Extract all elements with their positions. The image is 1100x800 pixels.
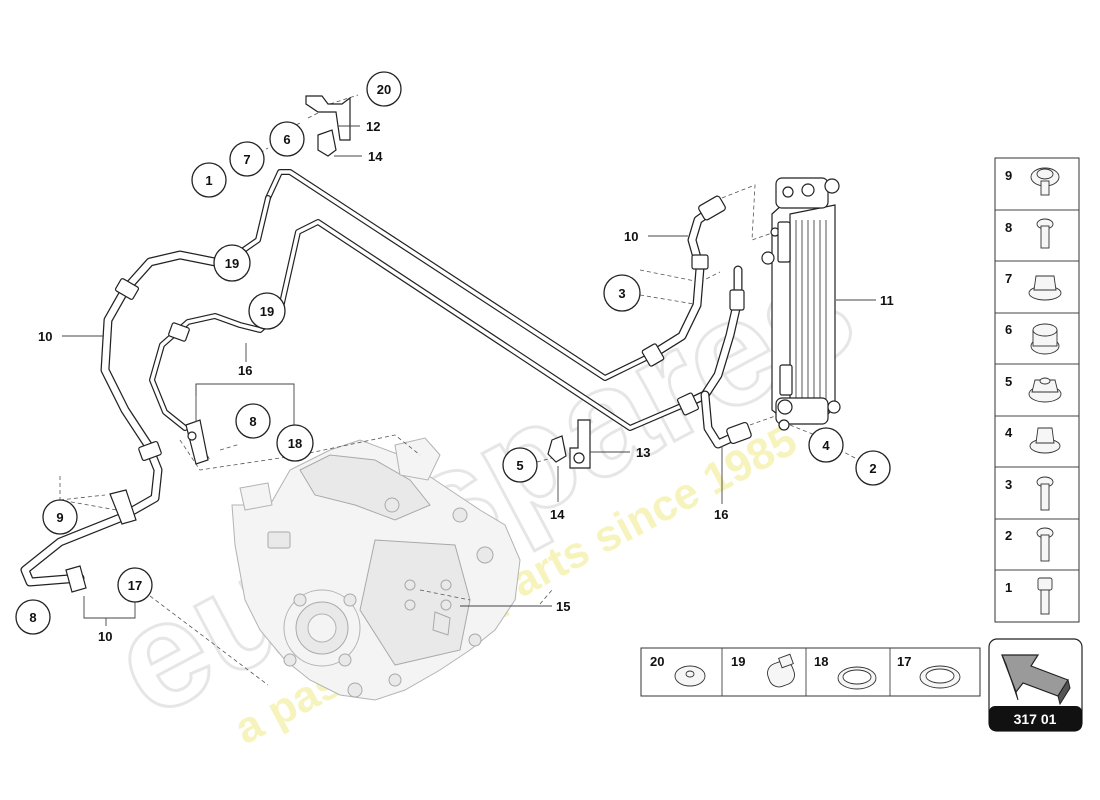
label-14-middle: 14: [550, 507, 565, 522]
callout-17-label: 17: [128, 578, 142, 593]
label-16-left: 16: [238, 363, 252, 378]
callout-6-label: 6: [283, 132, 290, 147]
hose-clamp-icon: [767, 653, 795, 688]
legend-item-20[interactable]: 20: [650, 654, 706, 687]
callout-18[interactable]: 18: [276, 424, 314, 462]
legend-item-17[interactable]: 17: [897, 654, 961, 689]
leader-lines: [62, 125, 876, 626]
legend-number-5: 5: [1005, 374, 1012, 389]
callout-19-upper[interactable]: 19: [213, 244, 251, 282]
legend-number-7: 7: [1005, 271, 1012, 286]
view-direction-arrow-icon: [1001, 654, 1071, 706]
label-11: 11: [880, 293, 894, 308]
legend-number-8: 8: [1005, 220, 1012, 235]
label-12: 12: [366, 119, 380, 134]
legend-item-9[interactable]: 9: [1005, 167, 1060, 196]
callout-2[interactable]: 2: [855, 450, 891, 486]
callout-20[interactable]: 20: [366, 71, 402, 107]
legend-item-18[interactable]: 18: [814, 654, 877, 690]
legend-number-17: 17: [897, 654, 911, 669]
legend-number-9: 9: [1005, 168, 1012, 183]
legend-item-5[interactable]: 5: [1005, 374, 1062, 403]
page-reference-label: 317 01: [1014, 711, 1057, 727]
legend-item-2[interactable]: 2: [1005, 527, 1054, 562]
label-15: 15: [556, 599, 570, 614]
label-16-right: 16: [714, 507, 728, 522]
grommet-icon: [1030, 323, 1060, 355]
callout-8-lower-label: 8: [29, 610, 36, 625]
callout-9[interactable]: 9: [42, 499, 78, 535]
callout-19-lower-label: 19: [260, 304, 274, 319]
label-10-left: 10: [38, 329, 52, 344]
label-10-bottom: 10: [98, 629, 112, 644]
legend-number-19: 19: [731, 654, 745, 669]
fittings: [65, 95, 752, 593]
cap-nut-icon: [1029, 427, 1061, 454]
transmission-assembly: [231, 437, 521, 701]
legend-item-19[interactable]: 19: [731, 653, 797, 690]
legend-number-3: 3: [1005, 477, 1012, 492]
sealing-ring-icon: [919, 665, 961, 689]
legend-number-4: 4: [1005, 425, 1013, 440]
callout-5-label: 5: [516, 458, 523, 473]
callout-7-label: 7: [243, 152, 250, 167]
reference-lines: [59, 94, 856, 686]
legend-number-20: 20: [650, 654, 664, 669]
callout-17[interactable]: 17: [117, 567, 153, 603]
hex-bolt-icon: [1036, 527, 1054, 562]
legend-number-18: 18: [814, 654, 828, 669]
callout-1-label: 1: [205, 173, 212, 188]
legend-number-2: 2: [1005, 528, 1012, 543]
callout-8-middle-label: 8: [249, 414, 256, 429]
washer-icon: [674, 665, 706, 687]
label-10-right: 10: [624, 229, 638, 244]
label-14-top: 14: [368, 149, 383, 164]
legend-item-4[interactable]: 4: [1005, 425, 1061, 454]
callout-8-lower[interactable]: 8: [15, 599, 51, 635]
callout-20-label: 20: [377, 82, 391, 97]
callout-2-label: 2: [869, 461, 876, 476]
callout-19-upper-label: 19: [225, 256, 239, 271]
hex-nut-icon: [1028, 377, 1062, 403]
callout-19-lower[interactable]: 19: [248, 292, 286, 330]
hardware-legend: 9 8 7 6: [994, 157, 1080, 623]
page-reference[interactable]: 317 01: [988, 638, 1083, 732]
hex-bolt-icon: [1036, 476, 1054, 511]
seal-legend: 20 19 18 17: [640, 647, 981, 697]
callout-18-label: 18: [288, 436, 302, 451]
callout-7[interactable]: 7: [229, 141, 265, 177]
legend-item-8[interactable]: 8: [1005, 218, 1054, 249]
oil-cooler: [761, 177, 841, 431]
callout-5[interactable]: 5: [502, 447, 538, 483]
flange-bolt-icon: [1036, 218, 1054, 249]
callout-1[interactable]: 1: [191, 162, 227, 198]
legend-number-6: 6: [1005, 322, 1012, 337]
legend-item-7[interactable]: 7: [1005, 271, 1062, 301]
label-13: 13: [636, 445, 650, 460]
flange-nut-icon: [1028, 275, 1062, 301]
callout-8-middle[interactable]: 8: [235, 403, 271, 439]
legend-item-3[interactable]: 3: [1005, 476, 1054, 511]
hex-flange-bolt-icon: [1030, 167, 1060, 196]
o-ring-icon: [837, 666, 877, 690]
callout-9-label: 9: [56, 510, 63, 525]
callout-6[interactable]: 6: [269, 121, 305, 157]
callout-3[interactable]: 3: [603, 274, 641, 312]
callout-3-label: 3: [618, 286, 625, 301]
legend-number-1: 1: [1005, 580, 1012, 595]
callout-4-label: 4: [822, 438, 830, 453]
legend-item-1[interactable]: 1: [1005, 577, 1053, 615]
legend-item-6[interactable]: 6: [1005, 322, 1060, 355]
callout-4[interactable]: 4: [808, 427, 844, 463]
socket-bolt-icon: [1037, 577, 1053, 615]
